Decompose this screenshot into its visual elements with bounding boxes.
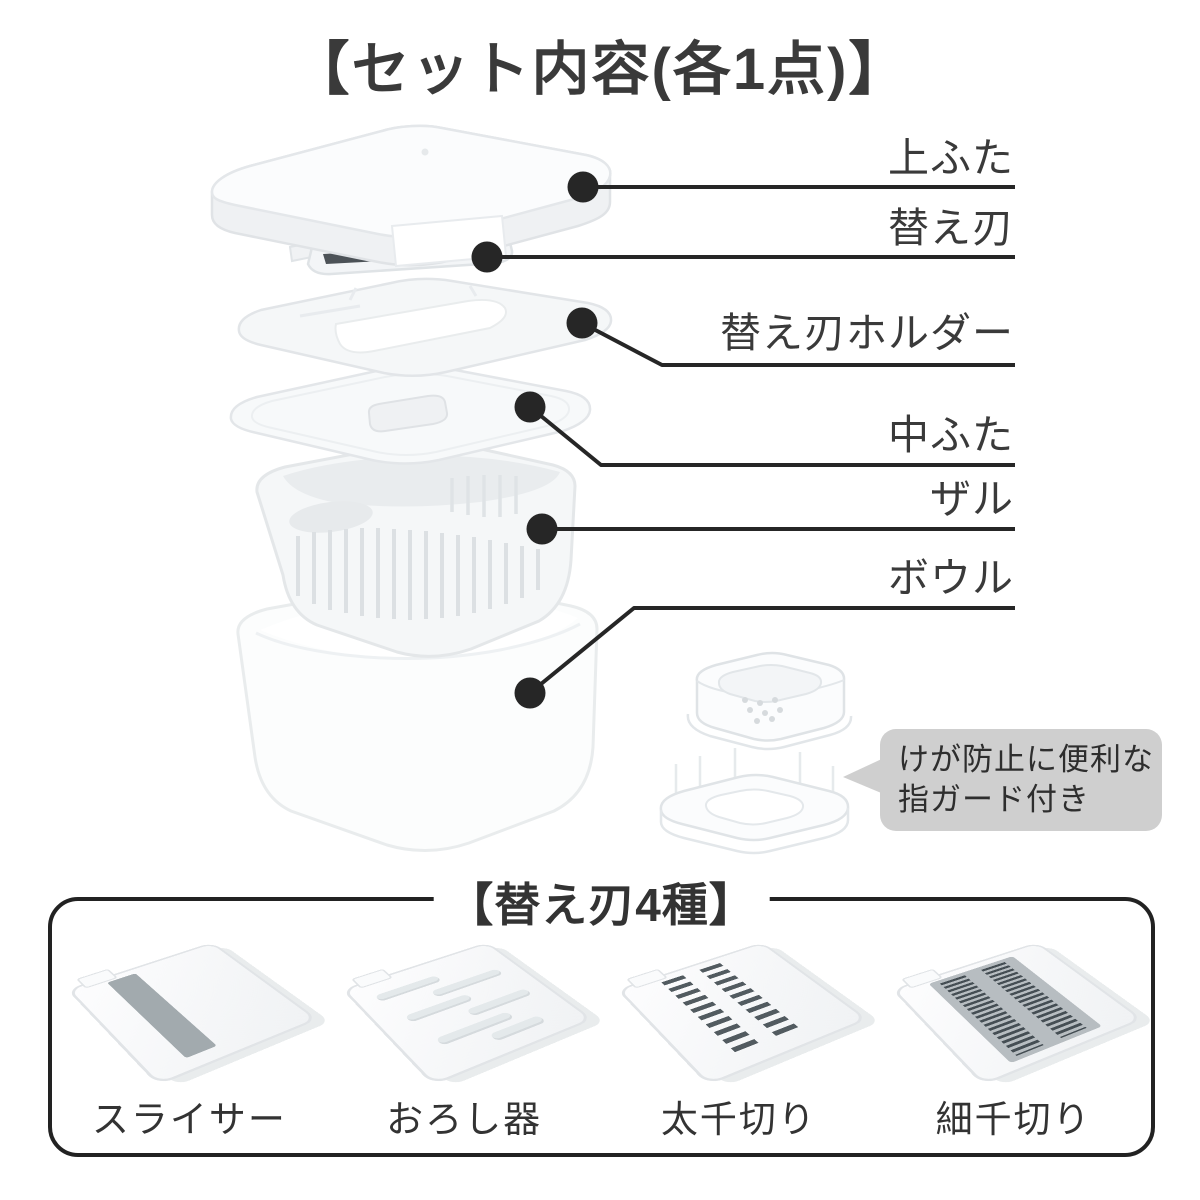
finger-guard-callout: けが防止に便利な 指ガード付き [880,729,1162,831]
blade-item-label: 細千切り [936,1089,1092,1143]
part-label-bowl: ボウル [888,556,1014,601]
blade-variants-panel: 【替え刃4種】 スライサー [48,897,1155,1157]
grater-plate-graphic [342,942,594,1085]
plate-tab [351,969,393,989]
part-label-inner-lid: 中ふた [888,413,1014,458]
blade-variants-row: スライサー おろし器 [52,901,1151,1153]
blade-item-label: おろし器 [386,1089,542,1143]
slicer-plate-graphic [67,942,319,1085]
callout-line2: 指ガード付き [898,780,1162,820]
callout-line1: けが防止に便利な [898,740,1162,780]
top-lid-graphic [212,126,610,266]
slicer-blade [107,973,217,1058]
part-label-blade-holder: 替え刃ホルダー [720,311,1014,356]
part-label-top-lid: 上ふた [888,136,1014,181]
finger-guard-graphic [661,653,851,853]
blade-item-grater: おろし器 [327,925,602,1153]
thick-julienne-plate-graphic [617,942,869,1085]
blade-item-label: 太千切り [661,1089,817,1143]
blade-item-slicer: スライサー [52,925,327,1153]
plate-tab [626,969,668,989]
blade-item-label: スライサー [92,1089,287,1143]
blade-holder-graphic [239,279,611,376]
part-label-replacement-blade: 替え刃 [888,206,1014,251]
blade-item-fine-julienne: 細千切り [876,925,1151,1153]
part-label-colander: ザル [930,477,1014,522]
blade-section-title: 【替え刃4種】 [433,869,770,935]
fine-julienne-plate-graphic [891,942,1143,1085]
blade-item-thick-julienne: 太千切り [602,925,877,1153]
